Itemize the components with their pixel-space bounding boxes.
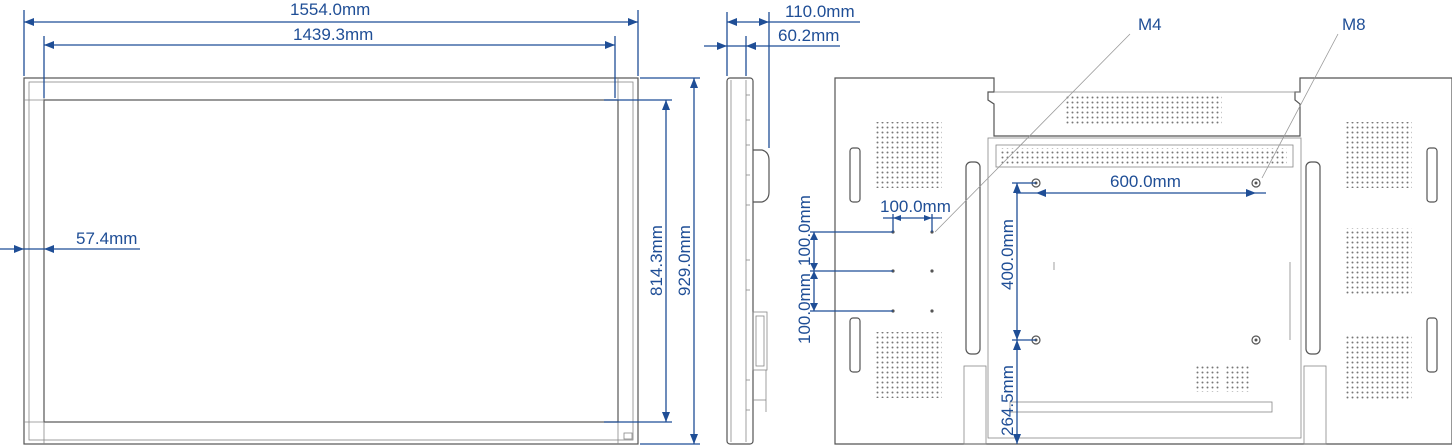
front-inner-frame — [28, 81, 634, 441]
side-back-bump — [753, 149, 770, 203]
vesa-holes — [1031, 178, 1261, 345]
rear-outline — [834, 77, 1452, 445]
dim-bottom-offset: 264.5mm — [998, 340, 1021, 444]
callout-m8: M8 — [1261, 15, 1366, 179]
dim-small-vertical: 100.0mm 100.0mm — [795, 195, 893, 344]
small-holes — [891, 230, 934, 313]
lower-vent-b — [1226, 366, 1250, 392]
callout-m4: M4 — [934, 15, 1162, 233]
overall-width-label: 1554.0mm — [290, 0, 370, 19]
right-foot-bracket — [1303, 365, 1327, 445]
power-button — [623, 432, 633, 440]
dim-overall-depth: 110.0mm — [726, 2, 860, 148]
left-handle-top — [849, 147, 861, 203]
right-vent-middle — [1346, 228, 1412, 294]
small-vertical-label-2: 100.0mm — [795, 273, 814, 344]
bezel-width-label: 57.4mm — [76, 229, 137, 248]
left-vent-top — [876, 122, 942, 188]
center-left-rail — [965, 161, 981, 355]
side-view — [726, 77, 770, 445]
m4-label: M4 — [1138, 15, 1162, 34]
left-vent-bottom — [876, 332, 942, 398]
dim-vesa-horizontal: 600.0mm — [1016, 172, 1266, 197]
m8-label: M8 — [1342, 15, 1366, 34]
dim-vesa-vertical: 400.0mm — [998, 182, 1036, 341]
dim-small-horizontal: 100.0mm — [880, 197, 951, 232]
body-depth-label: 60.2mm — [778, 26, 839, 45]
rear-view — [834, 77, 1452, 445]
front-screen — [43, 99, 619, 423]
side-port-panel — [752, 311, 768, 371]
right-handle-bottom — [1426, 317, 1438, 373]
screen-width-label: 1439.3mm — [293, 25, 373, 44]
overall-height-label: 929.0mm — [675, 225, 694, 296]
small-horizontal-label: 100.0mm — [880, 197, 951, 216]
vesa-vertical-label: 400.0mm — [998, 219, 1017, 290]
dim-overall-height: 929.0mm — [640, 77, 700, 445]
side-body — [726, 77, 754, 445]
left-handle-bottom — [849, 317, 861, 373]
vesa-horizontal-label: 600.0mm — [1110, 172, 1181, 191]
rear-center-plate — [987, 137, 1302, 439]
screen-height-label: 814.3mm — [647, 225, 666, 296]
dim-screen-height: 814.3mm — [604, 99, 672, 423]
front-view — [23, 77, 639, 445]
front-outer-frame — [23, 77, 639, 445]
io-strip — [1009, 401, 1273, 413]
left-foot-bracket — [963, 365, 987, 445]
bottom-offset-label: 264.5mm — [998, 365, 1017, 436]
center-right-rail — [1305, 161, 1321, 355]
lower-vent-a — [1196, 366, 1220, 392]
overall-depth-label: 110.0mm — [785, 2, 855, 21]
right-vent-bottom — [1346, 334, 1412, 400]
dim-screen-width: 1439.3mm — [43, 25, 616, 98]
right-vent-top — [1346, 122, 1412, 188]
top-vent — [1066, 94, 1222, 126]
dim-bezel-width: 57.4mm — [0, 229, 140, 253]
mount-bracket-vent — [1000, 148, 1287, 164]
dim-overall-width: 1554.0mm — [23, 0, 639, 76]
dim-body-depth: 60.2mm — [704, 26, 840, 76]
small-vertical-label-1: 100.0mm — [795, 195, 814, 266]
right-handle-top — [1426, 147, 1438, 203]
